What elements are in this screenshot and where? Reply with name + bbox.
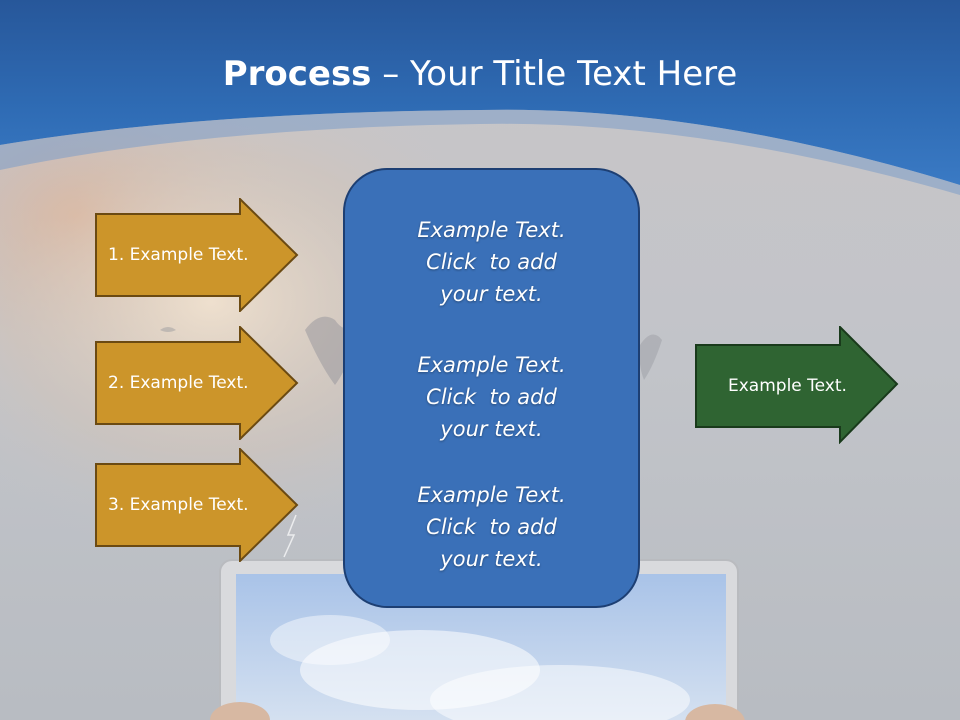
arrow-shape xyxy=(95,326,299,440)
result-arrow-label: Example Text. xyxy=(728,376,847,396)
block-line: Example Text. xyxy=(417,218,566,242)
step-arrow-1[interactable]: 1. Example Text. xyxy=(95,198,299,312)
title-rest: – Your Title Text Here xyxy=(371,54,738,94)
step-arrow-2[interactable]: 2. Example Text. xyxy=(95,326,299,440)
block-line: Click to add xyxy=(426,250,557,274)
center-text-block-1[interactable]: Example Text. Click to add your text. xyxy=(345,214,638,310)
center-text-block-3[interactable]: Example Text. Click to add your text. xyxy=(345,479,638,575)
slide-title: Process – Your Title Text Here xyxy=(0,52,960,96)
step-arrow-label: 1. Example Text. xyxy=(108,245,249,265)
arrow-shape xyxy=(695,326,899,444)
block-line: your text. xyxy=(440,282,543,306)
arrow-shape xyxy=(95,198,299,312)
block-line: your text. xyxy=(440,417,543,441)
block-line: Click to add xyxy=(426,385,557,409)
center-content-box[interactable]: Example Text. Click to add your text. Ex… xyxy=(343,168,640,608)
center-text-block-2[interactable]: Example Text. Click to add your text. xyxy=(345,349,638,445)
block-line: Example Text. xyxy=(417,353,566,377)
arrow-shape xyxy=(95,448,299,562)
step-arrow-label: 3. Example Text. xyxy=(108,495,249,515)
step-arrow-label: 2. Example Text. xyxy=(108,373,249,393)
result-arrow[interactable]: Example Text. xyxy=(695,326,899,444)
block-line: Example Text. xyxy=(417,483,566,507)
block-line: your text. xyxy=(440,547,543,571)
step-arrow-3[interactable]: 3. Example Text. xyxy=(95,448,299,562)
block-line: Click to add xyxy=(426,515,557,539)
title-bold: Process xyxy=(222,54,372,94)
